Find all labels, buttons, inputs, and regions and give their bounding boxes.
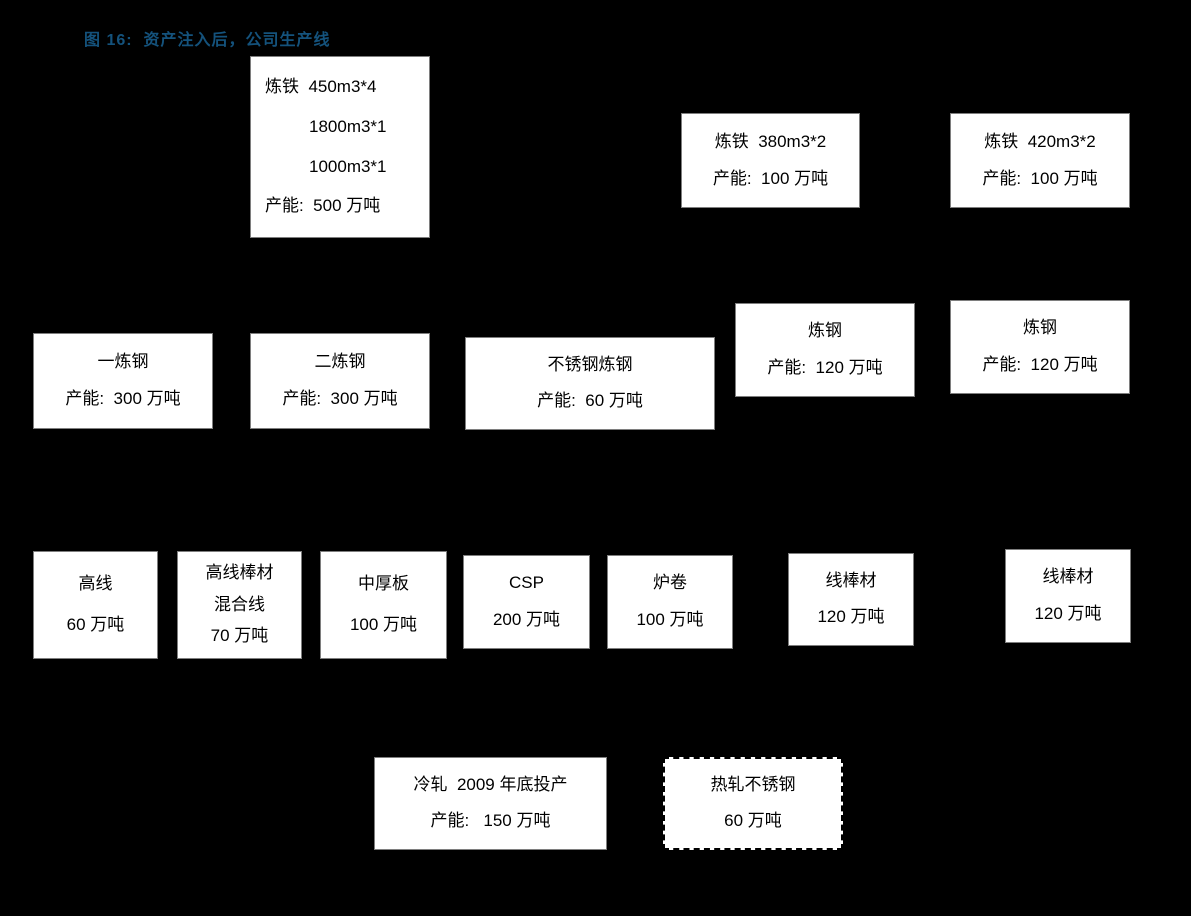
text-line: 高线 bbox=[78, 573, 113, 593]
box-wire-bar-mixed-line: 高线棒材 混合线 70 万吨 bbox=[177, 551, 302, 659]
text-line: 产能: 300 万吨 bbox=[282, 389, 398, 409]
box-high-speed-wire: 高线 60 万吨 bbox=[33, 551, 158, 659]
text-line: 60 万吨 bbox=[724, 811, 782, 831]
text-line: 1000m3*1 bbox=[309, 156, 387, 176]
box-ironmaking-420: 炼铁 420m3*2 产能: 100 万吨 bbox=[950, 113, 1130, 208]
text-line: 一炼钢 bbox=[97, 351, 149, 371]
text-line: 混合线 bbox=[214, 594, 265, 614]
text-line: 产能: 120 万吨 bbox=[982, 355, 1098, 375]
text-line: 中厚板 bbox=[358, 573, 409, 593]
box-steelmaking-a: 炼钢 产能: 120 万吨 bbox=[735, 303, 915, 397]
box-furnace-coil-mill: 炉卷 100 万吨 bbox=[607, 555, 733, 649]
text-line: 产能: 150 万吨 bbox=[430, 811, 551, 831]
box-medium-plate: 中厚板 100 万吨 bbox=[320, 551, 447, 659]
text-line: 100 万吨 bbox=[636, 610, 704, 630]
box-cold-rolling: 冷轧 2009 年底投产 产能: 150 万吨 bbox=[374, 757, 607, 850]
text-line: 不锈钢炼钢 bbox=[547, 354, 633, 374]
text-line: 120 万吨 bbox=[1034, 604, 1102, 624]
text-line: 线棒材 bbox=[1042, 567, 1094, 587]
text-line: 200 万吨 bbox=[492, 610, 561, 630]
box-wire-bar-a: 线棒材 120 万吨 bbox=[788, 553, 914, 646]
text-line: 热轧不锈钢 bbox=[710, 775, 796, 795]
text-line: 产能: 100 万吨 bbox=[712, 168, 829, 188]
box-ironmaking-380: 炼铁 380m3*2 产能: 100 万吨 bbox=[681, 113, 860, 208]
text-line: 产能: 100 万吨 bbox=[982, 168, 1098, 188]
text-line: 二炼钢 bbox=[314, 351, 366, 371]
text-line: 炉卷 bbox=[653, 573, 687, 593]
text-line: 120 万吨 bbox=[817, 607, 885, 627]
box-hot-rolled-stainless: 热轧不锈钢 60 万吨 bbox=[663, 757, 843, 850]
text-line: 1800m3*1 bbox=[309, 116, 387, 136]
text-line: 100 万吨 bbox=[349, 615, 418, 635]
box-csp: CSP 200 万吨 bbox=[463, 555, 590, 649]
text-line: 产能: 120 万吨 bbox=[767, 358, 883, 378]
text-line: 产能: 500 万吨 bbox=[265, 196, 381, 216]
box-steelmaking-no2: 二炼钢 产能: 300 万吨 bbox=[250, 333, 430, 429]
text-line: 炼铁 450m3*4 bbox=[265, 77, 377, 97]
box-wire-bar-b: 线棒材 120 万吨 bbox=[1005, 549, 1131, 643]
text-line: 炼铁 380m3*2 bbox=[714, 131, 827, 151]
text-line: 产能: 60 万吨 bbox=[537, 391, 643, 411]
box-steelmaking-b: 炼钢 产能: 120 万吨 bbox=[950, 300, 1130, 394]
box-stainless-steelmaking: 不锈钢炼钢 产能: 60 万吨 bbox=[465, 337, 715, 430]
text-line: 60 万吨 bbox=[66, 615, 125, 635]
box-ironmaking-main: 炼铁 450m3*4 1800m3*1 1000m3*1 产能: 500 万吨 bbox=[250, 56, 430, 238]
box-steelmaking-no1: 一炼钢 产能: 300 万吨 bbox=[33, 333, 213, 429]
text-line: 线棒材 bbox=[825, 570, 877, 590]
figure-title: 图 16: 资产注入后，公司生产线 bbox=[84, 32, 331, 49]
text-line: 炼铁 420m3*2 bbox=[984, 131, 1096, 151]
text-line: CSP bbox=[509, 573, 544, 593]
text-line: 冷轧 2009 年底投产 bbox=[413, 774, 568, 794]
text-line: 炼钢 bbox=[1023, 318, 1057, 338]
text-line: 高线棒材 bbox=[205, 563, 274, 583]
text-line: 产能: 300 万吨 bbox=[65, 389, 181, 409]
text-line: 炼钢 bbox=[808, 321, 842, 341]
text-line: 70 万吨 bbox=[210, 625, 269, 645]
